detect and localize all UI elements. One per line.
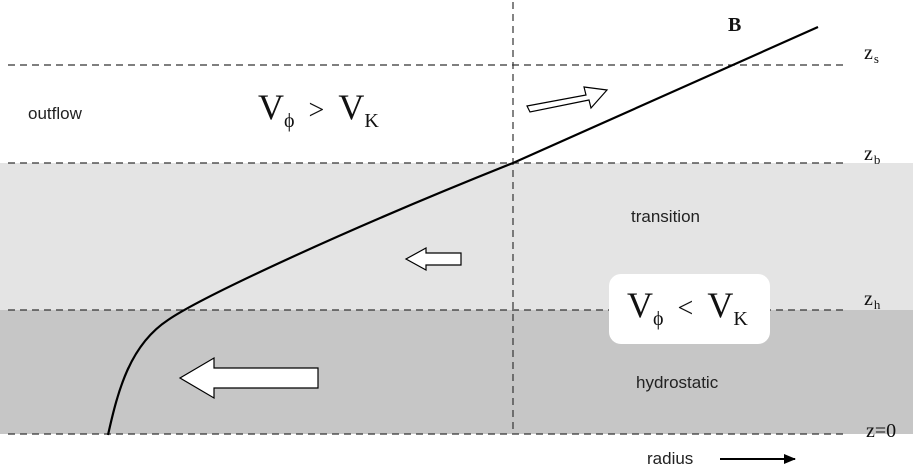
hydrostatic-band	[0, 310, 913, 434]
level-label-zs: zs	[864, 42, 879, 66]
outflow-label: outflow	[28, 104, 82, 123]
transition-label: transition	[631, 207, 700, 226]
level-label-zb: zb	[864, 143, 881, 167]
hydrostatic-inflow-arrow	[178, 356, 319, 400]
radius-axis-label: radius	[647, 449, 694, 468]
equation-subkeplerian: Vϕ<VK	[627, 285, 748, 330]
equation-badge: Vϕ<VK	[609, 274, 770, 344]
level-label-zh: zh	[864, 288, 881, 312]
level-label-z0: z=0	[866, 420, 897, 442]
field-line-b	[106, 25, 819, 436]
outflow-arrow	[526, 86, 609, 113]
field-line-label: B	[728, 14, 742, 36]
transition-inflow-arrow	[404, 246, 462, 272]
equation-superkeplerian: Vϕ>VK	[258, 87, 379, 132]
hydrostatic-label: hydrostatic	[636, 373, 719, 392]
